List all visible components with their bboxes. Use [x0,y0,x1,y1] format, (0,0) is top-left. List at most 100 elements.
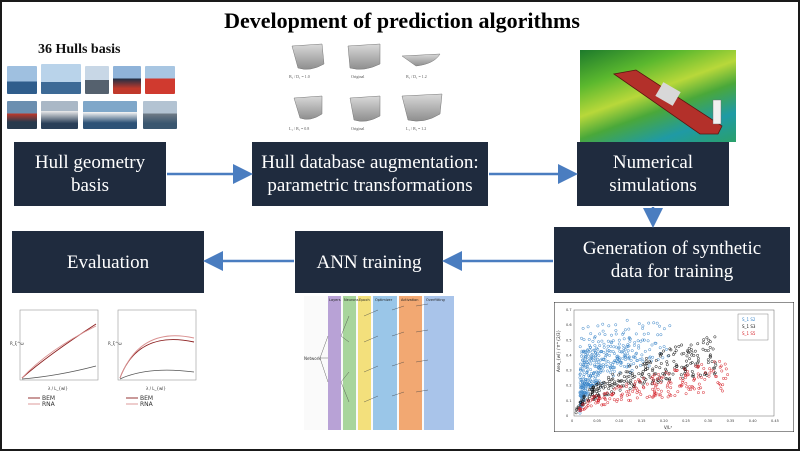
scatter-point [607,377,611,381]
scatter-point [589,357,593,361]
optimizer-column [373,296,397,430]
scatter-point [666,395,670,399]
scatter-point [578,406,582,410]
scatter-point [588,346,592,350]
scatter-point [658,346,662,350]
eval-legend-bem: BEM [140,395,153,402]
scatter-point [690,370,694,373]
scatter-point [668,377,672,381]
scatter-point [660,376,663,380]
hull-geometry-line1: Hull geometry [34,152,146,173]
scatter-point [712,360,716,364]
scatter-point [619,380,623,383]
scatter-point [680,343,684,347]
scatter-point [596,324,600,328]
scatter-point [640,372,644,376]
ann-hyperparameter-table: Network Layers Neurons Epoch Optimizer A… [304,296,454,430]
scatter-point [591,386,595,390]
epoch-column [358,296,371,430]
scatter-point [630,349,634,353]
scatter-point [692,353,696,357]
scatter-point [589,392,593,396]
scatter-point [669,386,673,390]
scatter-point [607,324,611,328]
scatter-point [651,382,655,386]
scatter-point [700,376,703,379]
scatter-point [581,326,585,330]
augmentation-line2: parametric transformations [267,175,473,196]
scatter-point [696,364,700,368]
scatter-point [585,358,589,362]
header-optimizer: Optimizer [375,298,393,302]
scatter-point [694,364,698,368]
scatter-point [632,362,636,366]
scatter-point [628,380,632,384]
scatter-point [630,373,634,377]
scatter-point [724,376,728,380]
scatter-point [593,395,596,398]
scatter-point [621,350,624,354]
scatter-point [697,382,701,386]
scatter-point [685,359,688,363]
scatter-point [611,350,615,354]
scatter-point [594,351,598,355]
scatter-point [690,350,694,354]
scatter-point [591,355,595,359]
scatter-point [658,352,662,356]
scatter-point [660,396,664,399]
scatter-point [607,387,611,391]
scatter-point [579,368,582,372]
cfd-simulation-image [580,50,736,142]
scatter-point [647,372,651,376]
scatter-point [689,348,693,351]
scatter-point [637,322,641,326]
eval-legend-rna: RNA [42,401,56,408]
scatter-point [601,369,605,373]
scatter-point [580,398,584,402]
scatter-point [610,333,613,337]
eval-legend-bem: BEM [42,395,55,402]
scatter-point [582,375,586,378]
scatter-point [643,349,647,353]
scatter-point [701,347,705,351]
scatter-point [607,375,611,379]
scatter-point [607,349,611,353]
hull-variant-label: L₁ / B₁ = 1.2 [406,126,427,131]
scatter-point [611,339,615,343]
scatter-point [610,341,614,345]
scatter-point [621,356,625,360]
scatter-point [619,371,623,375]
scatter-point [671,372,675,376]
scatter-point [681,378,685,382]
scatter-point [583,361,587,365]
scatter-point [639,393,643,396]
scatter-point [682,351,686,355]
hull-geometry-line2: basis [71,175,109,196]
scatter-point [613,352,616,356]
scatter-point [585,352,589,356]
scatter-point [602,345,606,349]
scatter-point [593,364,597,368]
scatter-point [631,390,635,393]
scatter-point [619,398,623,402]
scatter-point [613,382,617,386]
scatter-point [635,391,639,395]
scatter-point [688,357,691,361]
scatter-point [592,389,595,393]
scatter-point [603,355,607,359]
scatter-point [580,351,584,355]
scatter-point [617,358,621,362]
ship-model-icon [612,69,723,135]
header-layers: Layers [329,298,341,302]
scatter-point [676,390,680,394]
neurons-column [343,296,356,430]
scatter-point [600,383,604,387]
scatter-point [659,389,663,393]
scatter-point [634,352,638,356]
scatter-point [643,380,646,384]
scatter-point [634,332,638,336]
scatter-point [622,337,626,341]
scatter-point [586,369,589,373]
